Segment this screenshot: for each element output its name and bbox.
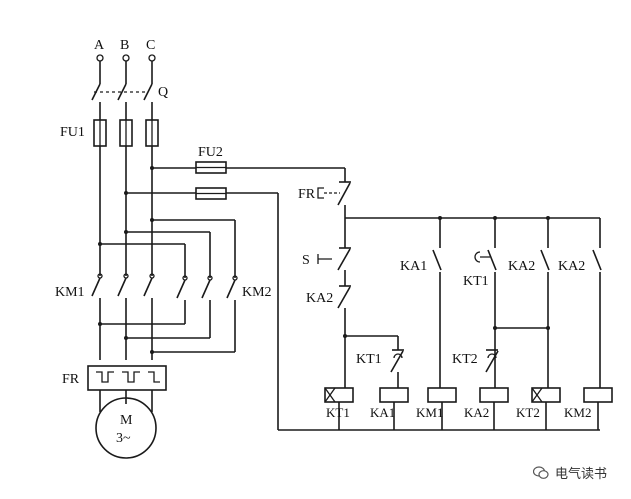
reversal-wiring	[98, 218, 236, 278]
kt1-delay-contact	[390, 349, 404, 388]
motor-wires	[99, 390, 153, 412]
phase-label-c: C	[146, 38, 155, 53]
coil-ka1	[379, 387, 409, 430]
kt1-delay-label: KT1	[356, 352, 382, 367]
coil-km1	[427, 387, 457, 430]
coil-label-kt2: KT2	[516, 405, 540, 420]
watermark: 电气读书	[532, 463, 607, 482]
ka1-contact-label: KA1	[400, 259, 427, 274]
phase-wires-main	[99, 146, 153, 276]
wechat-icon	[532, 465, 549, 479]
km2-main-contacts	[98, 275, 238, 354]
start-switch-s	[317, 247, 351, 286]
watermark-text: 电气读书	[554, 467, 607, 482]
kt2-delay-contact	[485, 349, 499, 373]
ka2-contact2	[592, 218, 602, 388]
motor-type-label: 3~	[116, 431, 131, 446]
ka2-series-label: KA2	[306, 291, 333, 306]
breaker-q-label: Q	[158, 85, 168, 100]
fuse-fu2	[195, 161, 227, 200]
coil-km2	[583, 387, 613, 430]
ka2-contact2-label: KA2	[558, 259, 585, 274]
terminal-a	[96, 54, 104, 62]
coil-label-km2: KM2	[564, 405, 591, 420]
phase-label-a: A	[94, 38, 105, 53]
motor-label: M	[120, 413, 133, 428]
ka2-series-contact	[337, 285, 399, 388]
fu2-wiring	[124, 166, 196, 195]
breaker-q	[91, 83, 153, 120]
fu1-label: FU1	[60, 125, 85, 140]
ka1-contact	[432, 216, 442, 388]
coil-label-kt1: KT1	[326, 405, 350, 420]
fr-ctrl-label: FR	[298, 187, 316, 202]
fuse-fu1	[93, 119, 159, 147]
fr-main-label: FR	[62, 372, 80, 387]
km1-main-label: KM1	[55, 285, 85, 300]
kt1-contact-label: KT1	[463, 274, 489, 289]
ka2-contact	[540, 216, 550, 388]
coil-ka2	[479, 387, 509, 430]
kt2-delay-label: KT2	[452, 352, 478, 367]
motor	[95, 397, 157, 459]
terminal-c	[148, 54, 156, 62]
km2-main-label: KM2	[242, 285, 272, 300]
phase-label-b: B	[120, 38, 129, 53]
phase-wires-top	[99, 61, 153, 84]
coil-label-km1: KM1	[416, 405, 443, 420]
control-supply-wires	[226, 167, 600, 431]
km1-main-contacts	[91, 273, 155, 360]
s-label: S	[302, 253, 310, 268]
coil-label-ka1: KA1	[370, 405, 395, 420]
kt1-contact	[474, 216, 548, 388]
coil-label-ka2: KA2	[464, 405, 489, 420]
terminal-b	[122, 54, 130, 62]
ka2-contact-label: KA2	[508, 259, 535, 274]
coil-kt2	[531, 387, 561, 430]
fr-ctrl-contact	[317, 168, 351, 248]
fu2-label: FU2	[198, 145, 223, 160]
thermal-relay-fr	[87, 365, 167, 391]
coil-kt1	[324, 387, 354, 430]
